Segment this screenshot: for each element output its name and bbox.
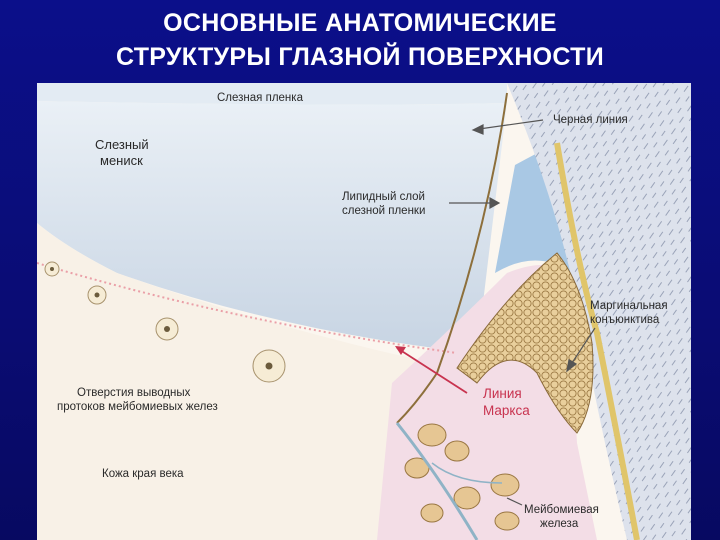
label-meibomian-openings-line1: Отверстия выводных [77, 387, 191, 399]
meibomian-duct-branch [431, 462, 503, 484]
slide-title: ОСНОВНЫЕ АНАТОМИЧЕСКИЕ СТРУКТУРЫ ГЛАЗНОЙ… [0, 6, 720, 74]
label-marx-line-line1: Линия [483, 386, 522, 401]
marx-line-arrowhead [395, 346, 406, 355]
label-marginal-conjunctiva: Маргинальная конъюнктива [590, 299, 668, 327]
pink-dotted-line [37, 262, 458, 354]
conjunctiva-region [507, 83, 691, 540]
label-meibomian-gland-line2: железа [540, 518, 579, 530]
label-meibomian-openings-line2: протоков мейбомиевых желез [57, 401, 218, 413]
label-marginal-conjunctiva-line2: конъюнктива [590, 314, 660, 326]
label-meibomian-openings: Отверстия выводных протоков мейбомиевых … [57, 386, 218, 414]
black-line [396, 92, 508, 424]
label-meibomian-gland-line1: Мейбомиевая [524, 504, 599, 516]
meibomian-duct [395, 422, 479, 540]
label-marx-line-line2: Маркса [483, 403, 530, 418]
lid-margin [37, 223, 457, 540]
gland-tissue [456, 252, 594, 434]
slide-title-line-1: ОСНОВНЫЕ АНАТОМИЧЕСКИЕ [163, 9, 557, 37]
duct-opening-centers [50, 267, 273, 370]
label-tear-meniscus-line2: мениск [100, 153, 143, 168]
label-tear-meniscus-line1: Слезный [95, 137, 149, 152]
marginal-conjunctiva-boundary [554, 142, 640, 540]
label-marx-line: Линия Маркса [483, 385, 530, 419]
tear-meniscus-region [37, 101, 507, 353]
anatomy-illustration [37, 83, 691, 540]
leader-lines [449, 119, 596, 506]
label-lipid-layer-line2: слезной пленки [342, 205, 426, 217]
label-lipid-layer-line1: Липидный слой [342, 191, 425, 203]
label-tear-meniscus: Слезный мениск [95, 137, 149, 169]
slide-title-line-2: СТРУКТУРЫ ГЛАЗНОЙ ПОВЕРХНОСТИ [115, 43, 605, 71]
label-black-line: Черная линия [553, 114, 628, 126]
marx-line-pointer [396, 347, 468, 394]
tear-film-band [37, 83, 507, 105]
anatomy-diagram: Слезная пленка Черная линия Слезный мени… [37, 83, 691, 540]
label-meibomian-gland: Мейбомиевая железа [524, 503, 599, 531]
label-tear-film: Слезная пленка [217, 92, 303, 104]
meibomian-gland [404, 423, 520, 531]
label-lid-skin: Кожа края века [102, 468, 184, 480]
label-marginal-conjunctiva-line1: Маргинальная [590, 300, 668, 312]
label-lipid-layer: Липидный слой слезной пленки [342, 190, 425, 218]
